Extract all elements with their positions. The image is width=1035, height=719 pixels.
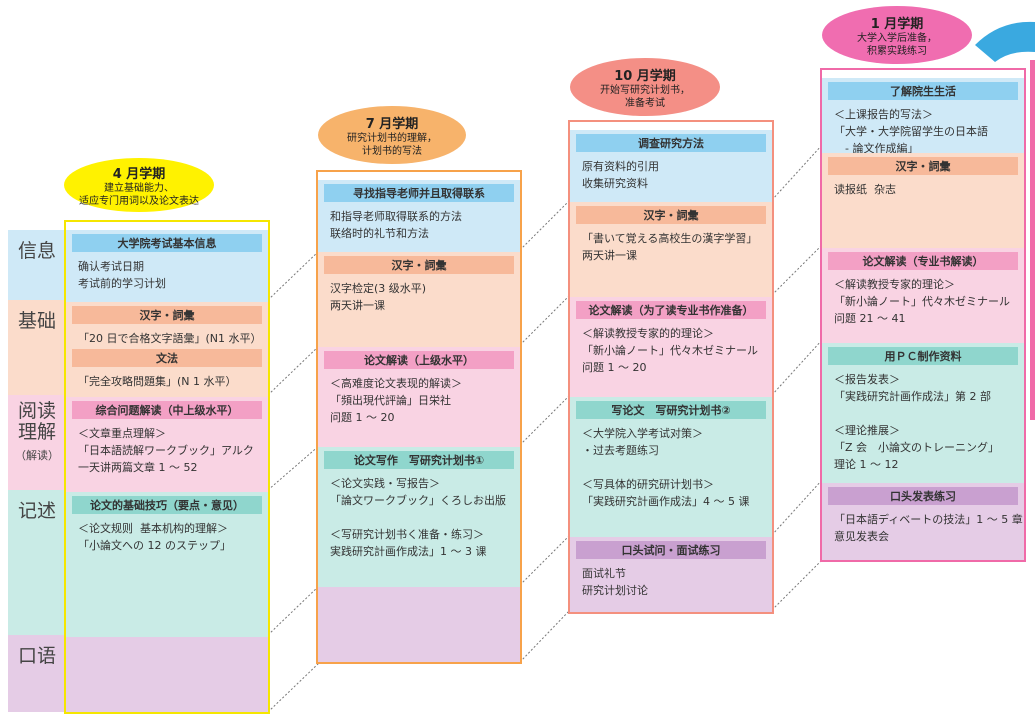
section-info: 寻找指导老师并且取得联系 和指导老师取得联系的方法 联络时的礼节和方法: [318, 180, 520, 252]
section-text: ＜文章重点理解＞ 「日本語読解ワークブック」アルク 一天讲两篇文章 1 ～ 52: [78, 427, 254, 474]
category-reading: 阅读 理解 （解读）: [8, 395, 66, 490]
term-subtitle: 研究计划书的理解， 计划书的写法: [347, 132, 437, 157]
section-text: 「書いて覚える高校生の漢字学習」 两天讲一课: [582, 232, 758, 262]
section-oral: 口头试问・面试练习 面试礼节 研究计划讨论: [570, 537, 772, 612]
section-text: ＜论文规则 基本机构的理解＞ 「小論文への 12 のステップ」: [78, 522, 231, 552]
section-text: 「20 日で合格文字語彙」(N1 水平）: [78, 332, 262, 345]
section-heading: 汉字・詞彙: [72, 306, 262, 324]
term-october: 调查研究方法 原有资料的引用 收集研究资料 汉字・詞彙 「書いて覚える高校生の漢…: [568, 120, 774, 614]
category-label: 阅读 理解: [17, 400, 56, 443]
section-text: ＜上课报告的写法＞ 「大学・大学院留学生の日本語 - 論文作成編」: [834, 108, 988, 155]
section-heading: 口头试问・面试练习: [576, 541, 766, 559]
section-reading: 综合问题解读（中上级水平） ＜文章重点理解＞ 「日本語読解ワークブック」アルク …: [66, 397, 268, 492]
section-heading: 汉字・詞彙: [324, 256, 514, 274]
section-reading: 论文解读（专业书解读） ＜解读教授专家的理论＞ 「新小論ノート」代々木ゼミナール…: [822, 248, 1024, 343]
section-heading: 大学院考试基本信息: [72, 234, 262, 252]
section-heading: 论文解读（上级水平）: [324, 351, 514, 369]
section-text: 面试礼节 研究计划讨论: [582, 567, 648, 597]
term-subtitle: 开始写研究计划书， 准备考试: [600, 84, 690, 109]
section-text: 和指导老师取得联系的方法 联络时的礼节和方法: [330, 210, 462, 240]
term-bubble-october: 10 月学期 开始写研究计划书， 准备考试: [570, 58, 720, 116]
section-reading: 论文解读（为了读专业书作准备） ＜解读教授专家的的理论＞ 「新小論ノート」代々木…: [570, 297, 772, 397]
section-text: 汉字检定(3 级水平) 两天讲一课: [330, 282, 427, 312]
section-text: ＜解读教授专家的理论＞ 「新小論ノート」代々木ゼミナール 问题 21 ～ 41: [834, 278, 1010, 325]
section-heading: 用ＰＣ制作资料: [828, 347, 1018, 365]
section-text: ＜报告发表＞ 「実践研究計画作成法」第 2 部 ＜理论推展＞ 「Z 会 小論文の…: [834, 373, 1000, 471]
section-text: 读报纸 杂志: [834, 183, 896, 196]
term-bubble-april: 4 月学期 建立基础能力、 适应专门用词以及论文表达: [64, 158, 214, 212]
section-heading: 写论文 写研究计划书②: [576, 401, 766, 419]
section-writing: 用ＰＣ制作资料 ＜报告发表＞ 「実践研究計画作成法」第 2 部 ＜理论推展＞ 「…: [822, 343, 1024, 483]
category-label: 信息: [17, 240, 56, 262]
section-text: 原有资料的引用 收集研究资料: [582, 160, 659, 190]
arrow-decoration: [975, 21, 1035, 62]
section-text: ＜解读教授专家的的理论＞ 「新小論ノート」代々木ゼミナール 问题 1 ～ 20: [582, 327, 758, 374]
section-text: 确认考试日期 考试前的学习计划: [78, 260, 166, 290]
section-info: 大学院考试基本信息 确认考试日期 考试前的学习计划: [66, 230, 268, 302]
term-title: 7 月学期: [365, 116, 419, 132]
section-heading: 文法: [72, 349, 262, 367]
section-heading: 汉字・詞彙: [828, 157, 1018, 175]
category-info: 信息: [8, 230, 66, 300]
section-heading: 了解院生生活: [828, 82, 1018, 100]
section-heading: 调查研究方法: [576, 134, 766, 152]
section-heading: 论文解读（为了读专业书作准备）: [576, 301, 766, 319]
section-reading: 论文解读（上级水平） ＜高难度论文表现的解读＞ 「頻出現代評論」日栄社 问题 1…: [318, 347, 520, 447]
section-text: 「完全攻略問題集」(N 1 水平）: [78, 375, 237, 388]
term-july: 寻找指导老师并且取得联系 和指导老师取得联系的方法 联络时的礼节和方法 汉字・詞…: [316, 170, 522, 664]
section-oral: [66, 637, 268, 712]
term-title: 1 月学期: [870, 16, 924, 32]
section-basic: 汉字・詞彙 读报纸 杂志: [822, 153, 1024, 248]
section-heading: 论文的基础技巧（要点・意见）: [72, 496, 262, 514]
section-basic: 汉字・詞彙 「20 日で合格文字語彙」(N1 水平） 文法 「完全攻略問題集」(…: [66, 302, 268, 397]
category-writing: 记述: [8, 490, 66, 635]
section-text: ＜论文实践・写报告＞ 「論文ワークブック」くろしお出版 ＜写研究计划书く准备・练…: [330, 477, 506, 558]
section-info: 调查研究方法 原有资料的引用 收集研究资料: [570, 130, 772, 202]
term-bubble-july: 7 月学期 研究计划书的理解， 计划书的写法: [318, 106, 466, 164]
category-label: 口语: [17, 645, 56, 667]
section-text: ＜高难度论文表现的解读＞ 「頻出現代評論」日栄社 问题 1 ～ 20: [330, 377, 462, 424]
term-title: 10 月学期: [614, 68, 676, 84]
section-heading: 论文解读（专业书解读）: [828, 252, 1018, 270]
term-april: 大学院考试基本信息 确认考试日期 考试前的学习计划 汉字・詞彙 「20 日で合格…: [64, 220, 270, 714]
section-basic: 汉字・詞彙 「書いて覚える高校生の漢字学習」 两天讲一课: [570, 202, 772, 297]
term-bubble-january: 1 月学期 大学入学后准备， 积累实践练习: [822, 6, 972, 64]
section-writing: 写论文 写研究计划书② ＜大学院入学考试对策＞ ・过去考题练习 ＜写具体的研究研…: [570, 397, 772, 537]
section-info: 了解院生生活 ＜上课报告的写法＞ 「大学・大学院留学生の日本語 - 論文作成編」: [822, 78, 1024, 155]
term-subtitle: 大学入学后准备， 积累实践练习: [857, 32, 937, 57]
category-sublabel: （解读）: [15, 449, 59, 462]
section-oral: [318, 587, 520, 662]
section-oral: 口头发表练习 「日本語ディベートの技法」1 ～ 5 章 意见发表会: [822, 483, 1024, 560]
term-january: 了解院生生活 ＜上课报告的写法＞ 「大学・大学院留学生の日本語 - 論文作成編」…: [820, 68, 1026, 562]
section-writing: 论文的基础技巧（要点・意见） ＜论文规则 基本机构的理解＞ 「小論文への 12 …: [66, 492, 268, 637]
section-text: 「日本語ディベートの技法」1 ～ 5 章 意见发表会: [834, 513, 1023, 543]
category-oral: 口语: [8, 635, 66, 712]
section-writing: 论文写作 写研究计划书① ＜论文实践・写报告＞ 「論文ワークブック」くろしお出版…: [318, 447, 520, 587]
section-basic: 汉字・詞彙 汉字检定(3 级水平) 两天讲一课: [318, 252, 520, 347]
category-basic: 基础: [8, 300, 66, 395]
section-heading: 论文写作 写研究计划书①: [324, 451, 514, 469]
section-heading: 综合问题解读（中上级水平）: [72, 401, 262, 419]
category-label: 记述: [17, 500, 56, 522]
section-heading: 汉字・詞彙: [576, 206, 766, 224]
section-heading: 口头发表练习: [828, 487, 1018, 505]
section-heading: 寻找指导老师并且取得联系: [324, 184, 514, 202]
section-text: ＜大学院入学考试对策＞ ・过去考题练习 ＜写具体的研究研计划书＞ 「実践研究計画…: [582, 427, 750, 508]
term-title: 4 月学期: [112, 166, 166, 182]
term-subtitle: 建立基础能力、 适应专门用词以及论文表达: [79, 182, 199, 207]
category-label: 基础: [17, 310, 56, 332]
